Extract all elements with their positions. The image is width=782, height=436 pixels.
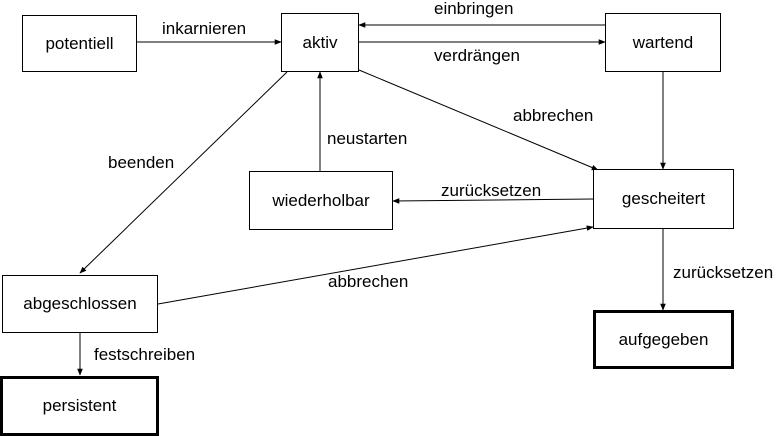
state-potentiell: potentiell — [22, 15, 137, 72]
state-aktiv: aktiv — [281, 13, 359, 72]
label-einbringen: einbringen — [434, 0, 514, 18]
state-wiederholbar: wiederholbar — [249, 171, 393, 230]
arrow-aktiv-gescheitert — [358, 69, 599, 171]
label-verdraengen: verdrängen — [434, 46, 521, 65]
label-inkarnieren: inkarnieren — [162, 19, 247, 38]
state-persistent: persistent — [0, 376, 159, 436]
label-zuruecksetzen-aufgegeben: zurücksetzen — [673, 263, 774, 282]
label-festschreiben: festschreiben — [94, 345, 196, 364]
state-gescheitert: gescheitert — [593, 169, 734, 229]
arrow-aktiv-abgeschlossen — [79, 71, 288, 274]
state-aufgegeben: aufgegeben — [593, 310, 734, 369]
state-abgeschlossen: abgeschlossen — [2, 275, 158, 333]
label-zuruecksetzen-wiederholbar: zurücksetzen — [441, 181, 542, 200]
arrow-abgeschlossen-gescheitert — [157, 225, 594, 305]
label-beenden: beenden — [108, 153, 175, 172]
label-abbrechen-abgeschlossen: abbrechen — [328, 272, 409, 291]
label-abbrechen-aktiv: abbrechen — [513, 106, 594, 125]
arrow-gescheitert-wiederholbar — [392, 198, 594, 204]
state-wartend: wartend — [605, 13, 721, 72]
label-neustarten: neustarten — [327, 129, 408, 148]
